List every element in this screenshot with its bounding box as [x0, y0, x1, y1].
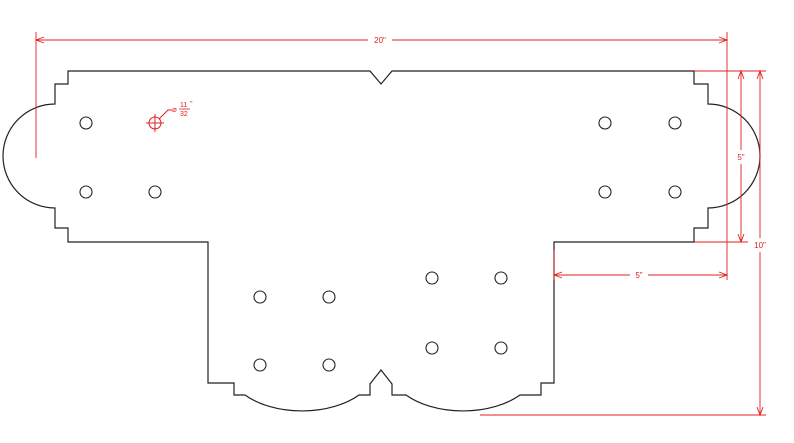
hole [79, 185, 93, 199]
dim-overall-height [480, 69, 766, 417]
hole [668, 116, 682, 130]
arrow-right [718, 36, 729, 44]
callout-inch-mark: " [190, 101, 193, 108]
callout-leader [158, 109, 172, 120]
hole [322, 290, 336, 304]
hole [494, 271, 508, 285]
hole [425, 271, 439, 285]
dim-overall-width [34, 32, 729, 280]
arrow-top [756, 69, 764, 80]
hole [494, 341, 508, 355]
dim-label-arm-height: 5" [737, 153, 744, 162]
arrow-bottom [737, 233, 745, 244]
hole [322, 358, 336, 372]
hole [668, 185, 682, 199]
dim-leg-offset [552, 250, 729, 280]
mounting-holes [79, 116, 682, 372]
callout-diameter-symbol: ⌀ [172, 105, 177, 114]
callout-numerator: 11 [180, 102, 187, 109]
arrow-bottom [756, 406, 764, 417]
arrow-left [34, 36, 45, 44]
hole [598, 185, 612, 199]
arrow-right [718, 271, 729, 279]
hole [598, 116, 612, 130]
dim-label-overall-width: 20" [374, 36, 386, 45]
hole [148, 185, 162, 199]
callout-denominator: 32 [180, 111, 188, 118]
dim-arm-height [694, 69, 748, 244]
arrow-left [552, 271, 563, 279]
hole-callout [146, 109, 172, 132]
hole [425, 341, 439, 355]
hole [253, 290, 267, 304]
hole [253, 358, 267, 372]
dim-label-leg-offset: 5" [635, 271, 642, 280]
part-outline [2, 70, 761, 412]
dim-label-overall-height: 10" [754, 241, 766, 250]
hole [79, 116, 93, 130]
